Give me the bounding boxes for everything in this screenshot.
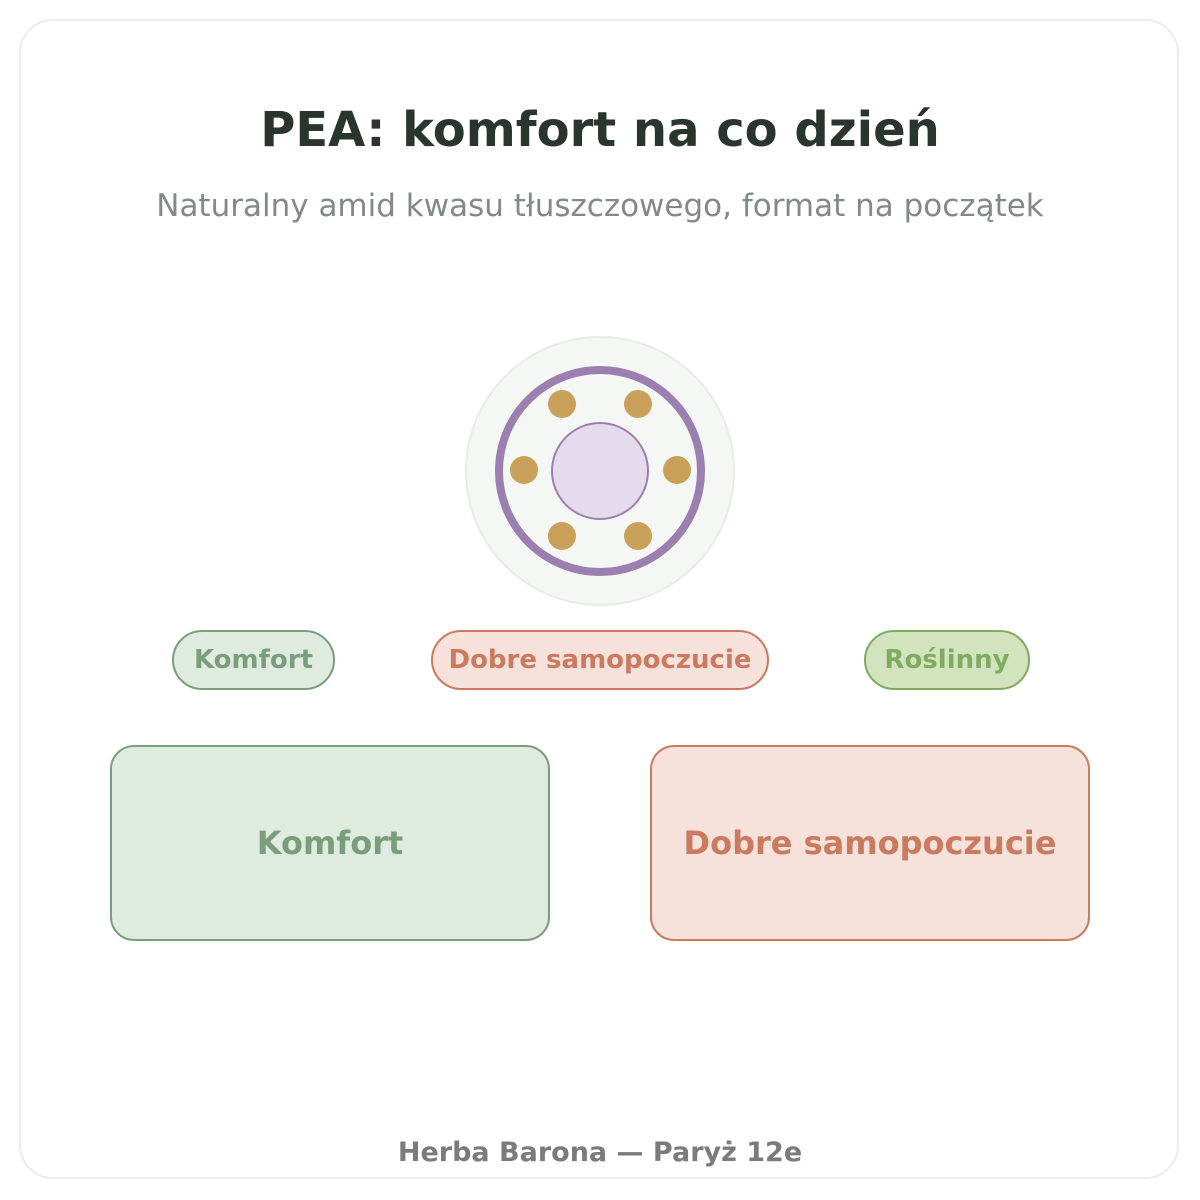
- tag-dobre-samopoczucie: Dobre samopoczucie: [431, 630, 769, 690]
- page-subtitle: Naturalny amid kwasu tłuszczowego, forma…: [156, 188, 1044, 224]
- card-komfort: Komfort: [110, 745, 550, 941]
- page-title: PEA: komfort na co dzień: [260, 102, 940, 158]
- tag-komfort: Komfort: [172, 630, 335, 690]
- tag-roslinny: Roślinny: [864, 630, 1030, 690]
- card-dobre-samopoczucie: Dobre samopoczucie: [650, 745, 1090, 941]
- emblem-dot: [548, 522, 576, 550]
- emblem-core: [551, 422, 649, 520]
- emblem-dot: [548, 390, 576, 418]
- emblem-dot: [624, 522, 652, 550]
- emblem-dot: [624, 390, 652, 418]
- emblem-ring: [495, 366, 705, 576]
- emblem-dot: [510, 456, 538, 484]
- footer-brand: Herba Barona — Paryż 12e: [397, 1137, 803, 1168]
- capsule-ring-icon: [465, 336, 735, 606]
- emblem-dot: [663, 456, 691, 484]
